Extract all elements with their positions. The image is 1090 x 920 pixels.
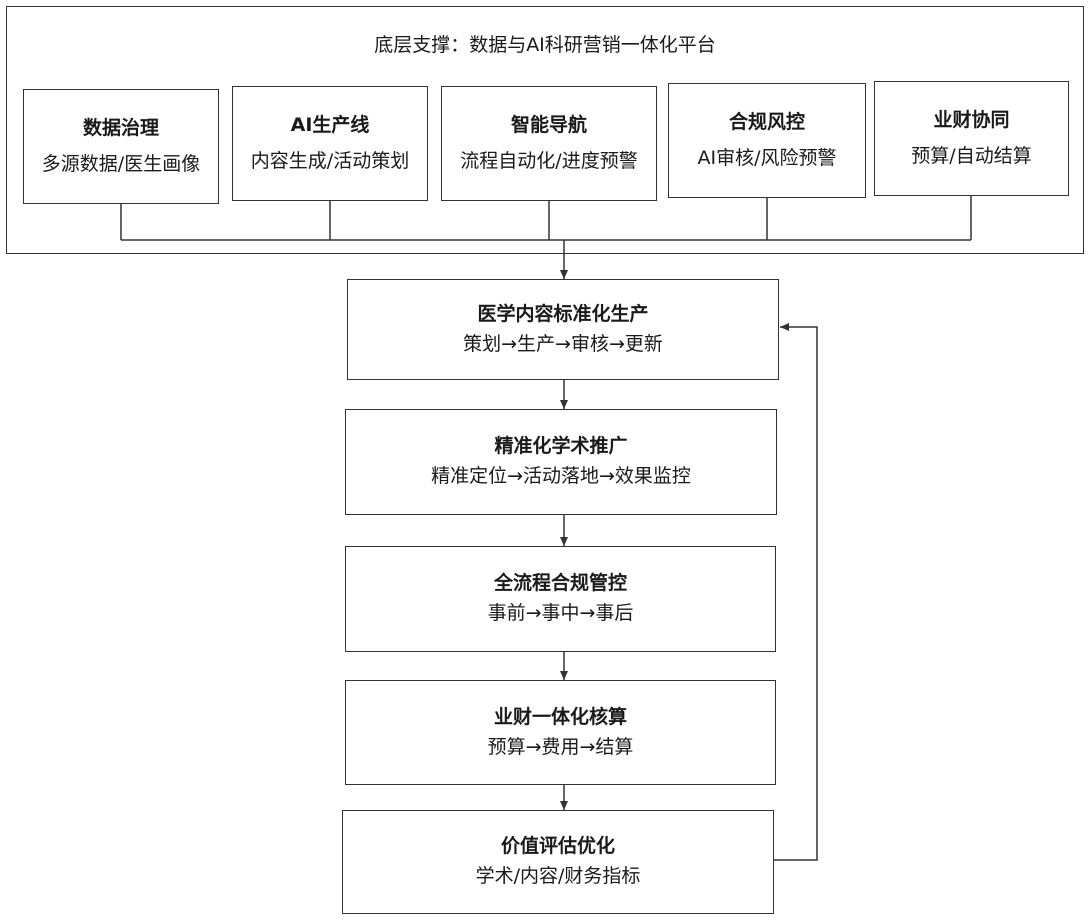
module-title: 合规风控 (728, 110, 805, 133)
step-title: 医学内容标准化生产 (477, 302, 649, 325)
module-subtitle: 流程自动化/进度预警 (460, 149, 638, 172)
module-subtitle: 内容生成/活动策划 (250, 149, 410, 172)
step-title: 全流程合规管控 (493, 572, 627, 595)
module-title: AI生产线 (290, 113, 370, 136)
module-title: 智能导航 (510, 113, 587, 136)
step-subtitle: 学术/内容/财务指标 (475, 865, 641, 887)
step-title: 价值评估优化 (500, 835, 615, 858)
module-subtitle: 多源数据/医生画像 (41, 152, 201, 175)
step-subtitle: 策划→生产→审核→更新 (463, 332, 663, 355)
module-smart-navigation: 智能导航 流程自动化/进度预警 (441, 86, 657, 201)
step-academic-promotion: 精准化学术推广 精准定位→活动落地→效果监控 (345, 409, 777, 515)
step-title: 精准化学术推广 (494, 435, 628, 458)
step-compliance-control: 全流程合规管控 事前→事中→事后 (345, 546, 776, 652)
step-value-evaluation: 价值评估优化 学术/内容/财务指标 (342, 810, 774, 914)
module-title: 业财协同 (933, 108, 1010, 131)
module-subtitle: AI审核/风险预警 (697, 146, 837, 169)
step-subtitle: 精准定位→活动落地→效果监控 (431, 465, 691, 487)
step-finance-accounting: 业财一体化核算 预算→费用→结算 (345, 680, 776, 785)
step-title: 业财一体化核算 (493, 705, 627, 728)
module-ai-production-line: AI生产线 内容生成/活动策划 (232, 86, 428, 201)
step-subtitle: 预算→费用→结算 (487, 735, 634, 758)
module-compliance-risk: 合规风控 AI审核/风险预警 (668, 83, 866, 198)
module-subtitle: 预算/自动结算 (911, 144, 1032, 167)
platform-title: 底层支撑：数据与AI科研营销一体化平台 (374, 34, 716, 56)
step-subtitle: 事前→事中→事后 (487, 602, 634, 624)
module-data-governance: 数据治理 多源数据/医生画像 (23, 89, 219, 204)
platform-container (6, 6, 1084, 254)
module-title: 数据治理 (82, 116, 159, 139)
module-business-finance: 业财协同 预算/自动结算 (874, 81, 1069, 196)
step-content-production: 医学内容标准化生产 策划→生产→审核→更新 (347, 279, 779, 380)
